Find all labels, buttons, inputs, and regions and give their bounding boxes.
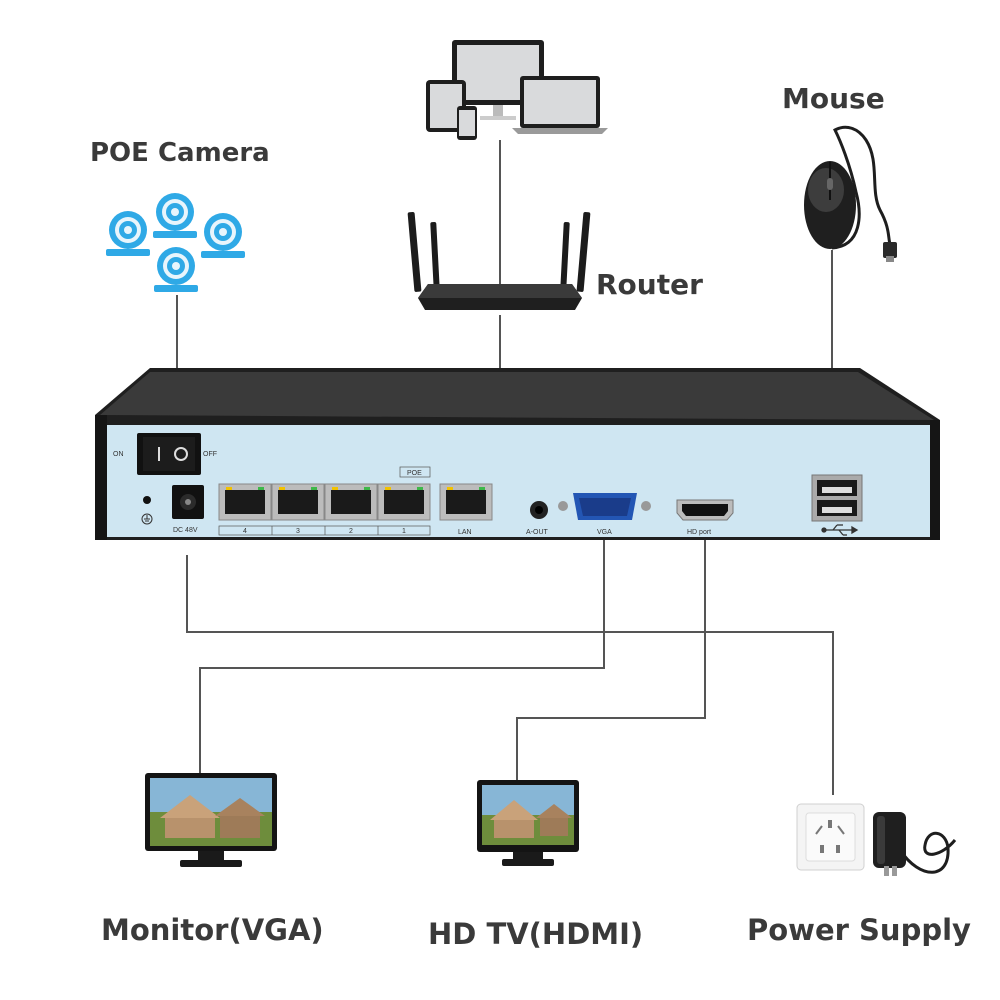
poe-port-label-2: 2 [349, 528, 353, 535]
lan-label: LAN [458, 529, 472, 536]
dc-jack[interactable] [172, 485, 204, 519]
poe-port-1[interactable] [377, 483, 431, 521]
poe-tag: POE [407, 470, 422, 477]
ground-icon [141, 513, 153, 525]
poe-camera-label: POE Camera [90, 138, 270, 168]
poe-port-label-4: 4 [243, 528, 247, 535]
power-adapter-icon [873, 812, 957, 876]
hdmi-port[interactable] [676, 499, 734, 521]
router-icon [407, 211, 591, 310]
vga-line [199, 530, 605, 775]
monitor-icon [145, 773, 277, 867]
switch-off-label: OFF [203, 451, 217, 458]
poe-port-4[interactable] [218, 483, 272, 521]
power-supply-label: Power Supply [747, 913, 971, 947]
router-label: Router [596, 268, 703, 301]
poe-port-label-1: 1 [402, 528, 406, 535]
tv-icon [477, 780, 579, 866]
phone-icon [457, 106, 477, 140]
poe-cameras [106, 193, 245, 292]
monitor-label: Monitor(VGA) [101, 913, 324, 947]
dc-label: DC 48V [173, 527, 198, 534]
camera-icon [106, 211, 150, 256]
camera-icon [153, 193, 197, 238]
mouse-label: Mouse [782, 82, 885, 115]
mouse-icon [804, 125, 897, 262]
switch-on-label: ON [113, 451, 124, 458]
vga-port[interactable] [558, 493, 651, 520]
hdmi-label: HD port [687, 529, 711, 536]
laptop-icon [512, 76, 608, 134]
lan-port[interactable] [439, 483, 493, 521]
poe-port-2[interactable] [324, 483, 378, 521]
audio-out-jack[interactable] [530, 501, 548, 519]
camera-icon [154, 247, 198, 292]
power-switch[interactable] [137, 433, 201, 475]
usb-ports[interactable] [811, 474, 863, 522]
hdtv-label: HD TV(HDMI) [428, 917, 644, 951]
power-line [186, 555, 834, 795]
camera-icon [201, 213, 245, 258]
tablet-icon [426, 80, 466, 132]
wall-socket-icon [796, 803, 865, 871]
poe-port-label-3: 3 [296, 528, 300, 535]
usb-icon [821, 524, 859, 536]
vga-label: VGA [597, 529, 612, 536]
nvr-device: ON OFF DC 48V POE [95, 368, 940, 540]
reset-hole [143, 496, 151, 504]
hdmi-line [516, 530, 706, 782]
poe-port-3[interactable] [271, 483, 325, 521]
aout-label: A-OUT [526, 529, 549, 536]
computer-devices [426, 40, 608, 140]
